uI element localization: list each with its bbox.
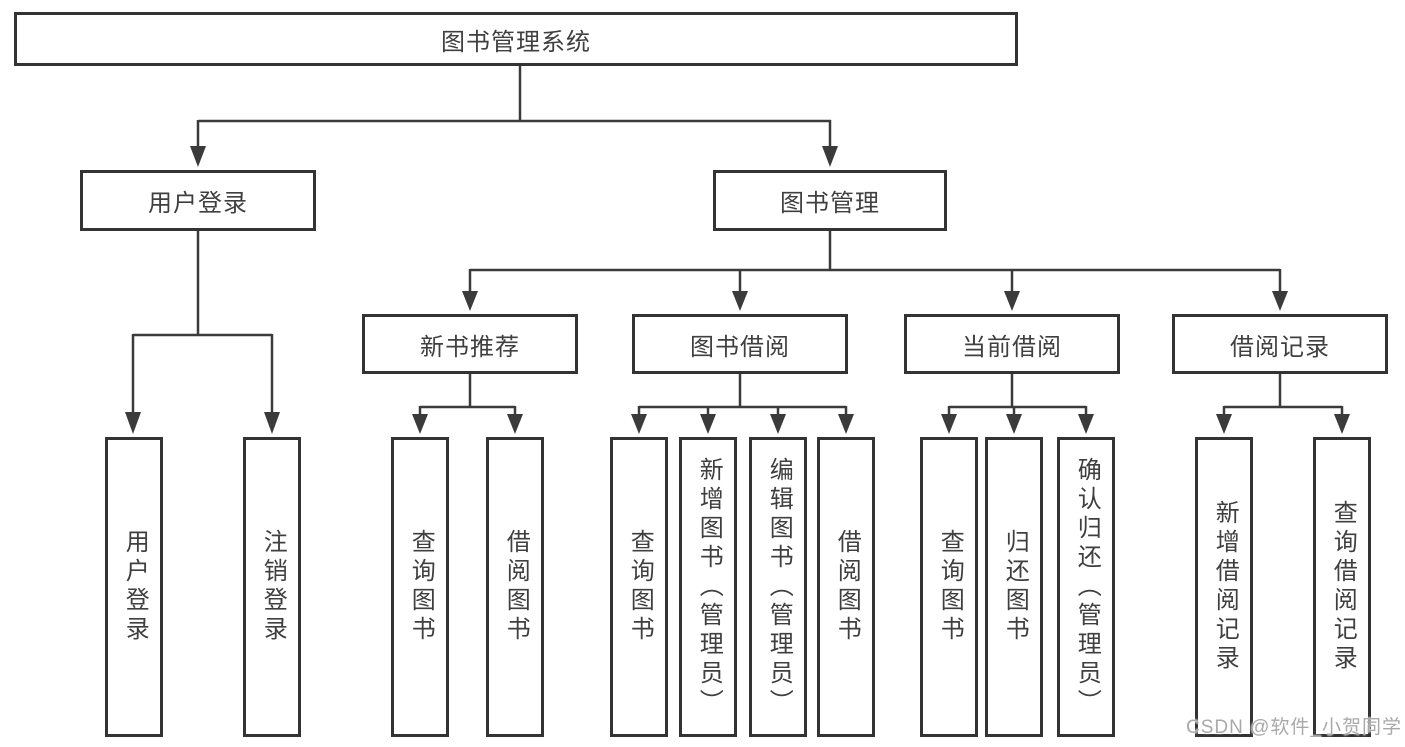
- leaf-confirm-return-admin: 确认归还（管理员）: [1057, 437, 1115, 737]
- node-book-borrow-label: 图书借阅: [690, 333, 790, 361]
- leaf-borrow-books-borrow-label: 借阅图书: [833, 529, 861, 645]
- leaf-return-book: 归还图书: [985, 437, 1043, 737]
- leaf-user-login-label: 用户登录: [121, 529, 149, 645]
- connector-current-borrow-branch: [941, 374, 1094, 434]
- leaf-user-login: 用户登录: [105, 437, 163, 737]
- leaf-query-books-recommend: 查询图书: [391, 437, 449, 737]
- leaf-query-borrow-record-label: 查询借阅记录: [1329, 500, 1357, 674]
- leaf-add-borrow-record-label: 新增借阅记录: [1211, 500, 1239, 674]
- connector-book-management-branch: [462, 231, 1288, 311]
- leaf-query-books-recommend-label: 查询图书: [407, 529, 435, 645]
- node-new-book-recommend-label: 新书推荐: [420, 333, 520, 361]
- node-book-borrow: 图书借阅: [632, 314, 848, 374]
- leaf-add-borrow-record: 新增借阅记录: [1195, 437, 1253, 737]
- leaf-edit-book-admin: 编辑图书（管理员）: [749, 437, 807, 737]
- leaf-query-books-current: 查询图书: [920, 437, 978, 737]
- leaf-add-book-admin: 新增图书（管理员）: [679, 437, 737, 737]
- node-root-label: 图书管理系统: [441, 28, 591, 56]
- connector-root-to-level2: [190, 66, 838, 167]
- node-new-book-recommend: 新书推荐: [362, 314, 578, 374]
- leaf-return-book-label: 归还图书: [1001, 529, 1029, 645]
- leaf-query-books-borrow: 查询图书: [610, 437, 668, 737]
- leaf-edit-book-admin-label: 编辑图书（管理员）: [765, 456, 793, 718]
- connector-new-book-branch: [412, 374, 523, 434]
- leaf-logout: 注销登录: [243, 437, 301, 737]
- leaf-query-books-current-label: 查询图书: [936, 529, 964, 645]
- csdn-watermark: CSDN @软件_小贺同学: [1186, 717, 1402, 738]
- node-user-login: 用户登录: [80, 170, 316, 231]
- node-user-login-label: 用户登录: [148, 190, 248, 217]
- leaf-confirm-return-admin-label: 确认归还（管理员）: [1073, 456, 1101, 718]
- leaf-borrow-books-recommend-label: 借阅图书: [502, 529, 530, 645]
- connector-book-borrow-branch: [631, 374, 854, 434]
- leaf-add-book-admin-label: 新增图书（管理员）: [695, 456, 723, 718]
- node-root: 图书管理系统: [14, 12, 1018, 66]
- leaf-query-borrow-record: 查询借阅记录: [1313, 437, 1371, 737]
- node-book-management-label: 图书管理: [780, 190, 880, 217]
- leaf-logout-label: 注销登录: [259, 529, 287, 645]
- connector-borrow-records-branch: [1216, 374, 1350, 434]
- node-borrow-records: 借阅记录: [1172, 314, 1388, 374]
- node-current-borrow: 当前借阅: [904, 314, 1120, 374]
- node-borrow-records-label: 借阅记录: [1230, 333, 1330, 361]
- leaf-borrow-books-recommend: 借阅图书: [486, 437, 544, 737]
- leaf-query-books-borrow-label: 查询图书: [626, 529, 654, 645]
- connector-user-login-branch: [125, 231, 280, 434]
- leaf-borrow-books-borrow: 借阅图书: [817, 437, 875, 737]
- node-current-borrow-label: 当前借阅: [962, 333, 1062, 361]
- node-book-management: 图书管理: [713, 170, 947, 231]
